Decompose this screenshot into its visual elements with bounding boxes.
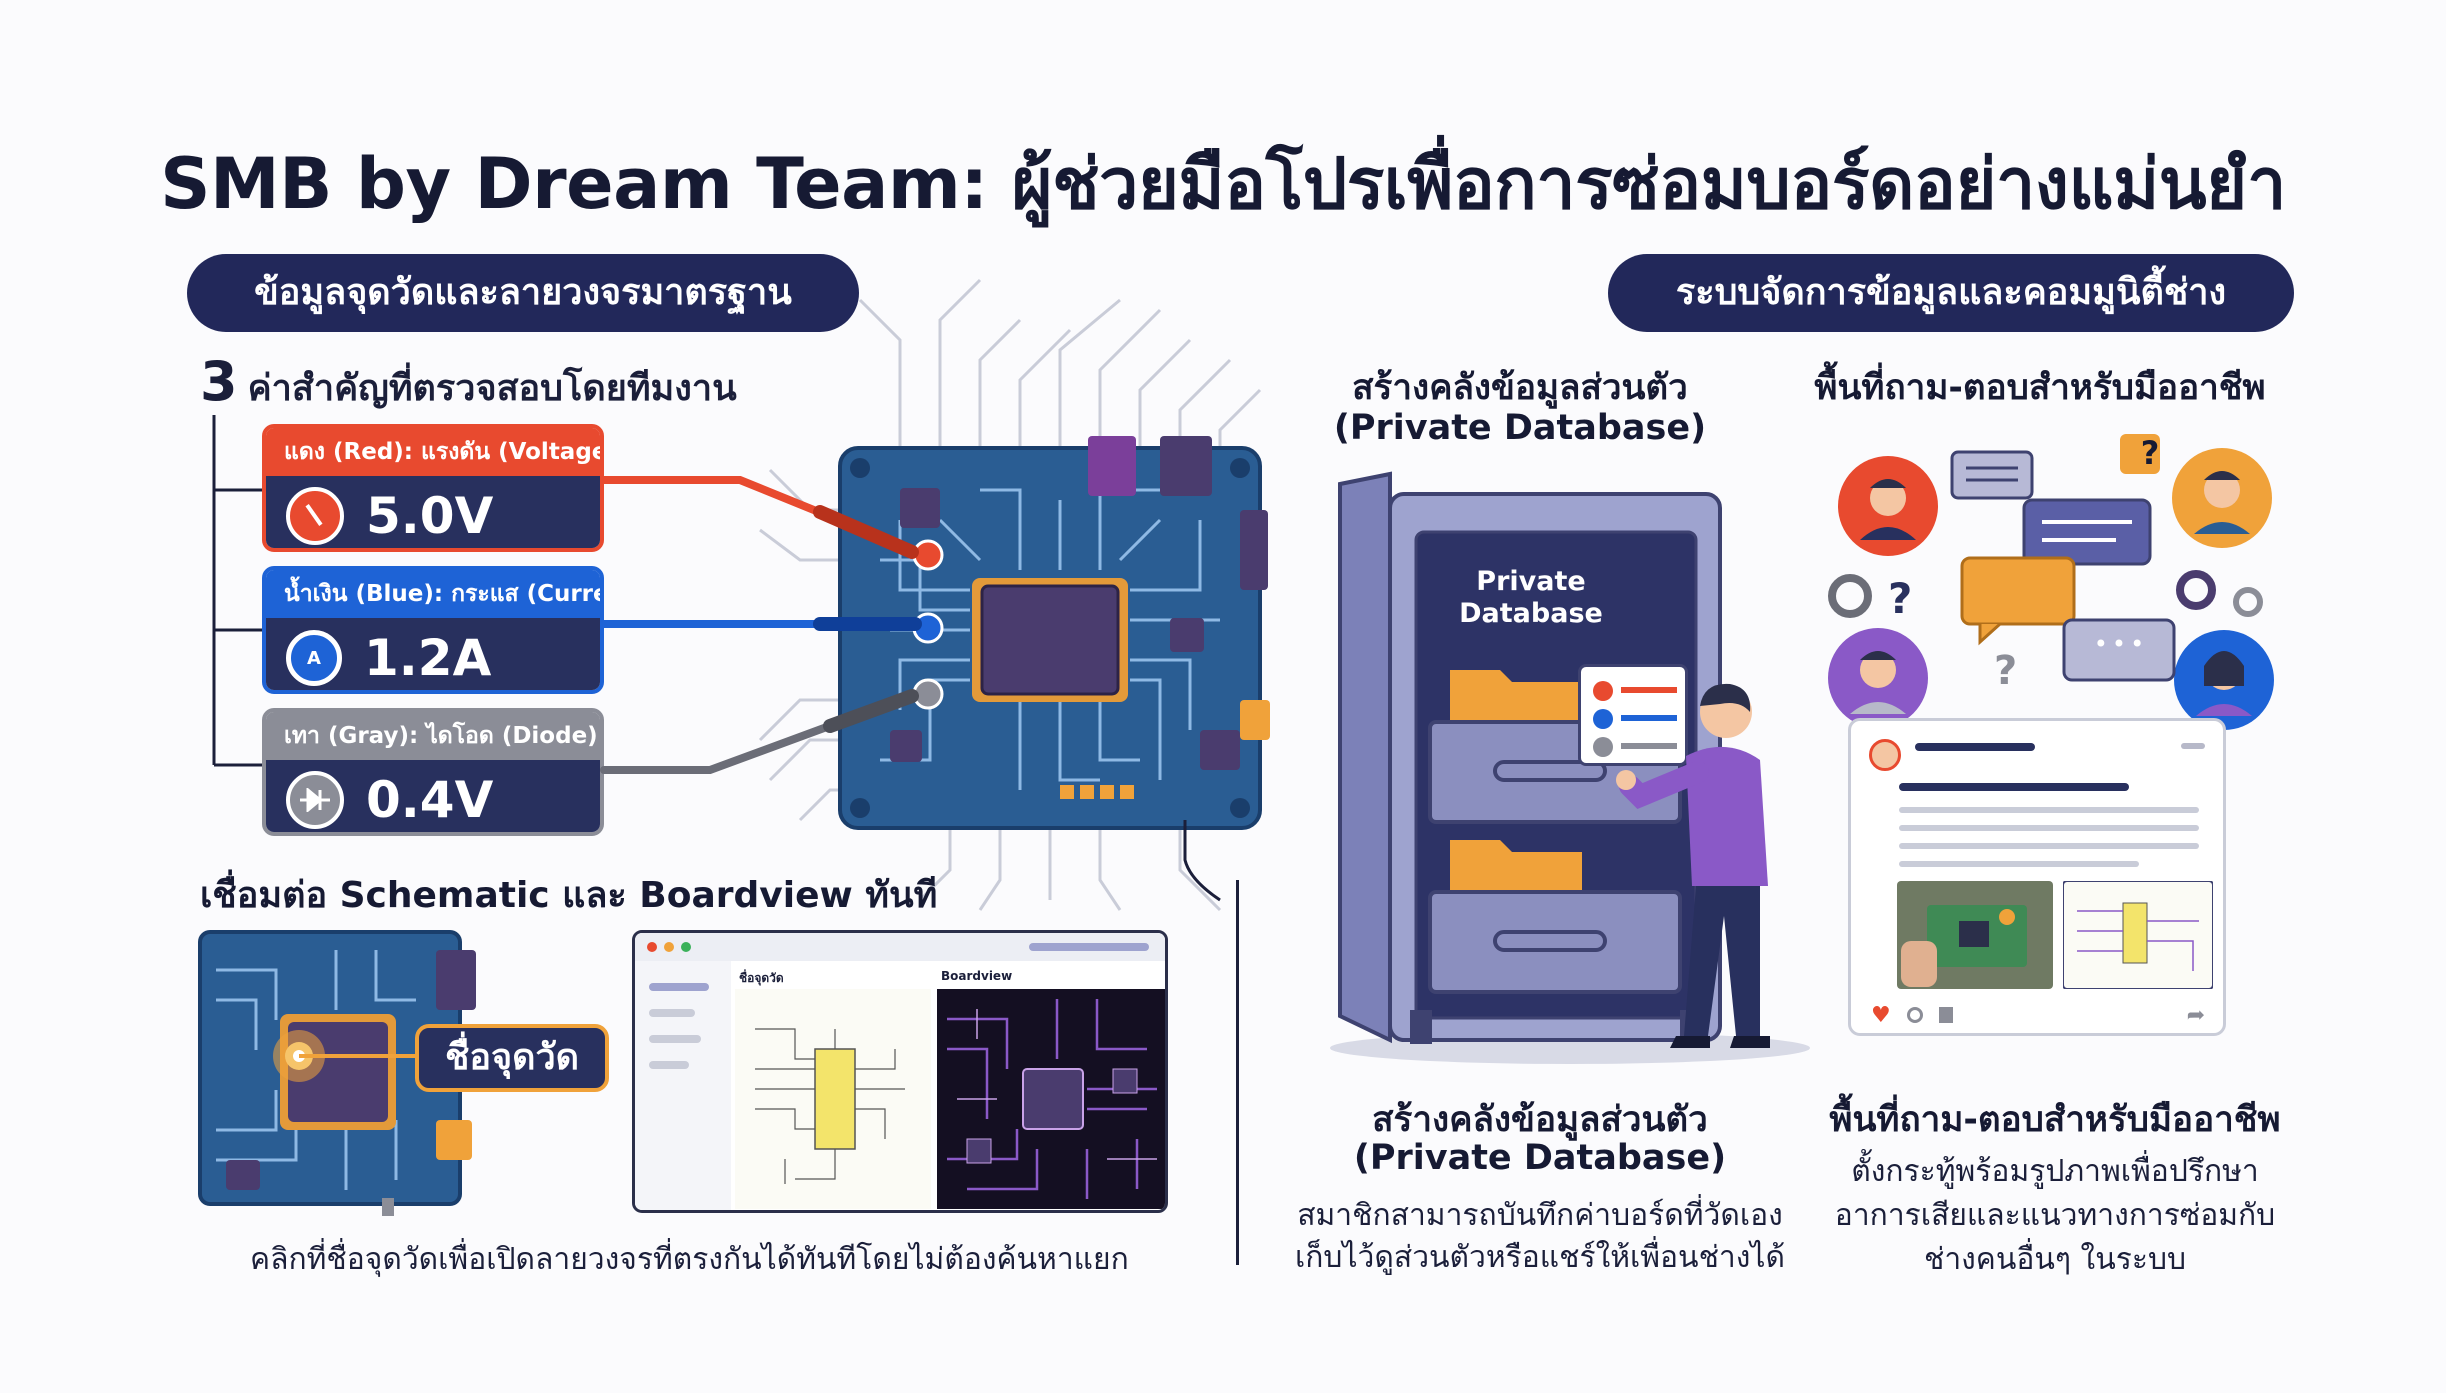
boardview-label: Boardview [941, 969, 1013, 983]
qa-caption-line2: อาการเสียและแนวทางการซ่อมกับ [1834, 1198, 2276, 1233]
avatar [1869, 739, 1901, 771]
maximize-dot-icon[interactable] [681, 942, 691, 952]
close-dot-icon[interactable] [647, 942, 657, 952]
red-probe [600, 476, 919, 559]
bookmark-icon[interactable] [1939, 1007, 1953, 1023]
voltage-card: แดง (Red): แรงดัน (Voltage) 5.0V [262, 424, 604, 552]
like-heart-icon[interactable]: ♥ [1871, 1003, 1891, 1028]
minimize-dot-icon[interactable] [664, 942, 674, 952]
voltage-value: 5.0V [366, 487, 494, 545]
record-document [1578, 664, 1688, 766]
speech-bubble-gray-1 [1950, 450, 2034, 500]
comment-icon[interactable] [1907, 1007, 1923, 1023]
current-card-header: น้ำเงิน (Blue): กระแส (Current) [266, 570, 600, 618]
current-gauge-icon: A [286, 630, 342, 686]
gear-person-icon-3 [1828, 628, 1928, 728]
db-caption-title-line1: สร้างคลังข้อมูลส่วนตัว [1372, 1100, 1708, 1140]
speech-bubble-purple [2022, 498, 2152, 566]
radiating-traces [758, 278, 1262, 912]
values-heading-text: ค่าสำคัญที่ตรวจสอบโดยทีมงาน [247, 368, 737, 409]
small-gear-icon [1828, 574, 1872, 618]
forum-post[interactable]: ♥ ➦ [1848, 718, 2226, 1036]
link-heading: เชื่อมต่อ Schematic และ Boardview ทันที [200, 875, 938, 916]
main-circuit-board [600, 278, 1270, 912]
diode-card: เทา (Gray): ไดโอด (Diode) 0.4V [262, 708, 604, 836]
question-box-icon [2120, 434, 2160, 474]
db-caption-line2: เก็บไว้ดูส่วนตัวหรือแชร์ให้เพื่อนช่างได้ [1295, 1240, 1785, 1275]
question-mark-center: ? [1994, 648, 2018, 694]
red-record-icon [1593, 681, 1613, 701]
section-pill-community: ระบบจัดการข้อมูลและคอมมูนิตี้ช่าง [1608, 254, 2294, 332]
diode-card-header: เทา (Gray): ไดโอด (Diode) [266, 712, 600, 760]
cabinet-label-line2: Database [1459, 598, 1603, 629]
question-mark-box: ? [2140, 434, 2160, 472]
small-gear-icon [2233, 587, 2263, 617]
test-point-label[interactable]: ชื่อจุดวัด [415, 1024, 609, 1092]
link-caption: คลิกที่ชื่อจุดวัดเพื่อเปิดลายวงจรที่ตรงก… [250, 1242, 1129, 1277]
more-options-icon[interactable] [2181, 743, 2205, 749]
qa-caption-title: พื้นที่ถาม-ตอบสำหรับมืออาชีพ [1829, 1100, 2281, 1140]
db-heading-line2: (Private Database) [1333, 408, 1707, 448]
qa-caption-line1: ตั้งกระทู้พร้อมรูปภาพเพื่อปรึกษา [1851, 1154, 2259, 1189]
qa-heading: พื้นที่ถาม-ตอบสำหรับมืออาชีพ [1814, 368, 2266, 408]
speech-bubble-orange [1960, 556, 2076, 646]
question-mark-left: ? [1888, 574, 1913, 623]
current-value: 1.2A [364, 629, 492, 687]
blue-record-icon [1593, 709, 1613, 729]
current-card: น้ำเงิน (Blue): กระแส (Current) A 1.2A [262, 566, 604, 694]
values-heading-number: 3 [200, 350, 238, 413]
section-pill-measurement: ข้อมูลจุดวัดและลายวงจรมาตรฐาน [187, 254, 859, 332]
boardview-drawing [937, 989, 1165, 1209]
qa-caption-line3: ช่างคนอื่นๆ ในระบบ [1923, 1242, 2187, 1277]
page-title: SMB by Dream Team: ผู้ช่วยมือโปรเพื่อการ… [160, 143, 2286, 225]
gear-person-icon-4 [2174, 630, 2274, 730]
attached-photo[interactable] [1897, 881, 2053, 989]
attached-schematic[interactable] [2063, 881, 2213, 989]
db-caption-title-line2: (Private Database) [1353, 1138, 1727, 1178]
gray-record-icon [1593, 737, 1613, 757]
section-divider [1236, 880, 1239, 1265]
schematic-window: ชื่อจุดวัด Boardview [632, 930, 1168, 1213]
typing-dots: ••• [2093, 630, 2149, 658]
speech-bubble-gray-2 [2062, 618, 2176, 682]
db-heading-line1: สร้างคลังข้อมูลส่วนตัว [1352, 368, 1688, 408]
window-titlebar [635, 933, 1165, 961]
cabinet-label: Private Database [1416, 566, 1646, 630]
diode-icon [286, 771, 344, 829]
diode-value: 0.4V [366, 771, 494, 829]
pcb-zoom [198, 930, 476, 1216]
schematic-drawing [735, 989, 931, 1209]
gear-person-icon-2 [2172, 448, 2272, 548]
technician-figure [1616, 683, 1770, 1048]
voltage-card-header: แดง (Red): แรงดัน (Voltage) [266, 428, 600, 476]
window-sidebar [635, 961, 731, 1210]
card-bracket [212, 415, 262, 767]
gear-person-icon-1 [1838, 456, 1938, 556]
gray-probe [600, 689, 919, 774]
private-database-cabinet [1330, 471, 1810, 1064]
values-heading: 3 ค่าสำคัญที่ตรวจสอบโดยทีมงาน [200, 350, 737, 416]
db-caption-line1: สมาชิกสามารถบันทึกค่าบอร์ดที่วัดเอง [1297, 1198, 1783, 1233]
schematic-label: ชื่อจุดวัด [739, 971, 784, 985]
voltage-gauge-icon [286, 487, 344, 545]
share-icon[interactable]: ➦ [2186, 1003, 2205, 1028]
qa-community-illustration [1828, 434, 2274, 730]
small-gear-icon [2176, 570, 2216, 610]
cabinet-label-line1: Private [1476, 566, 1586, 597]
